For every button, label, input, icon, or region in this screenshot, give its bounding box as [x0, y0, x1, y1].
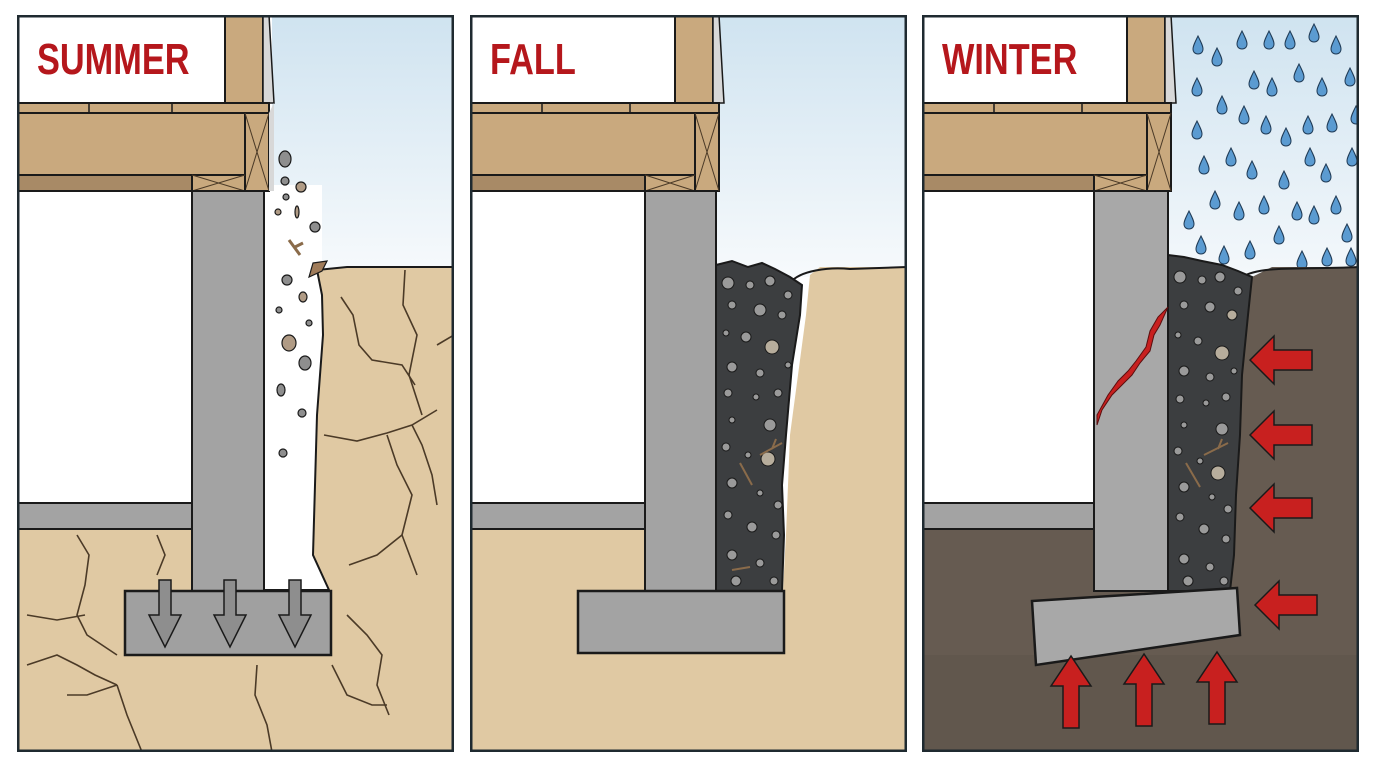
basement-slab	[470, 502, 646, 530]
basement-slab	[17, 502, 193, 530]
basement-slab	[922, 502, 1095, 530]
siding	[1164, 15, 1177, 104]
arrow-down-icon	[277, 579, 313, 649]
foundation-wall	[1093, 190, 1169, 592]
tilted-footing	[1030, 586, 1242, 667]
floor-joist	[17, 112, 246, 176]
footing	[576, 589, 786, 655]
wet-soil	[922, 267, 1359, 752]
gravel-stones	[1173, 270, 1243, 587]
arrow-down-icon	[212, 579, 248, 649]
floor-joist	[470, 112, 696, 176]
foundation-wall	[644, 190, 717, 592]
twig-debris	[731, 438, 783, 571]
subfloor	[470, 102, 720, 114]
panel-summer: SUMMER	[17, 15, 454, 752]
season-label-fall: FALL	[490, 35, 576, 84]
season-label-summer: SUMMER	[37, 35, 190, 84]
wall-crack	[1096, 306, 1169, 426]
wall-stud	[674, 15, 714, 104]
floor-joist	[922, 112, 1148, 176]
subfloor	[922, 102, 1172, 114]
soil-cracks	[26, 269, 454, 752]
falling-debris	[274, 150, 329, 458]
summer-illustration	[17, 15, 454, 752]
downward-load-arrows	[147, 579, 313, 649]
gravel-stones	[721, 275, 793, 587]
wall-stud	[1126, 15, 1166, 104]
panel-winter: WINTER	[922, 15, 1359, 752]
fall-illustration	[470, 15, 907, 752]
winter-illustration	[922, 15, 1359, 752]
dry-soil	[470, 267, 907, 752]
arrow-down-icon	[147, 579, 183, 649]
twig-debris	[1185, 438, 1229, 488]
siding	[712, 15, 725, 104]
panel-fall: FALL	[470, 15, 907, 752]
foundation-wall	[191, 190, 265, 592]
season-label-winter: WINTER	[942, 35, 1078, 84]
wall-stud	[224, 15, 264, 104]
subfloor	[17, 102, 270, 114]
